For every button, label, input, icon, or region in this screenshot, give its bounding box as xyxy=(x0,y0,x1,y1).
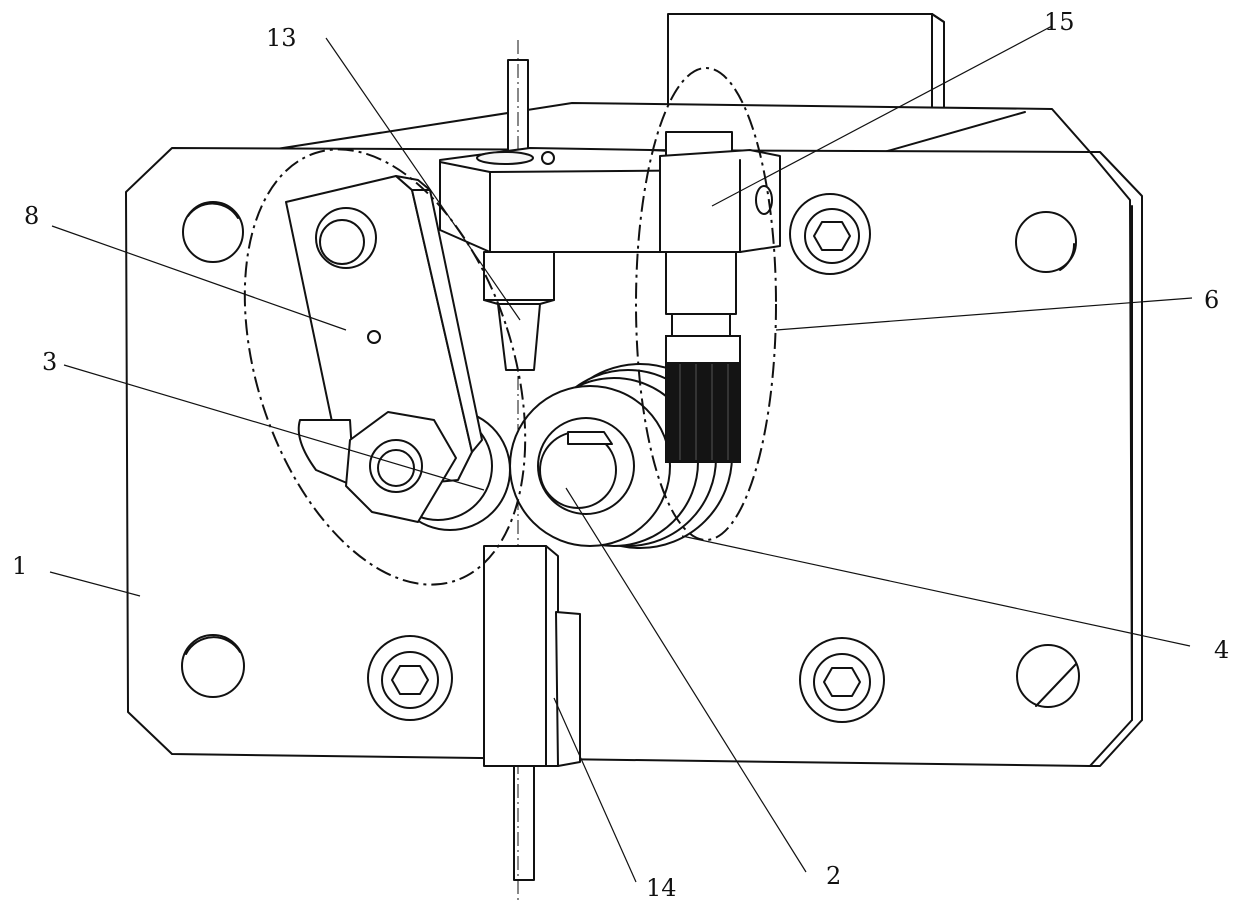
label-6: 6 xyxy=(1204,286,1219,314)
part-labels: 1 2 3 4 6 8 13 14 15 xyxy=(12,8,1229,902)
screw-left-bottom xyxy=(367,635,453,721)
hole-bottom-right xyxy=(1016,644,1080,708)
top-block xyxy=(667,13,945,111)
label-2: 2 xyxy=(826,862,841,890)
outline-idler-assembly xyxy=(243,148,527,586)
screw-right-top xyxy=(789,193,871,275)
socket-screws xyxy=(367,193,885,723)
hole-bottom-left xyxy=(181,634,245,698)
filament xyxy=(507,40,535,900)
guide-nozzle xyxy=(483,251,555,371)
label-15: 15 xyxy=(1044,8,1075,36)
hole-top-right xyxy=(1015,211,1077,273)
hole-top-left xyxy=(182,201,244,263)
lower-guide-14 xyxy=(483,545,581,767)
label-8: 8 xyxy=(24,202,39,230)
outline-spring-assembly xyxy=(635,67,777,541)
label-14: 14 xyxy=(646,874,677,902)
label-4: 4 xyxy=(1214,636,1229,664)
leader-lines xyxy=(49,25,1193,883)
lever-arm-8 xyxy=(285,175,483,523)
spring-screw-6 xyxy=(659,131,781,463)
label-13: 13 xyxy=(266,24,297,52)
screw-right-bottom xyxy=(799,637,885,723)
label-1: 1 xyxy=(12,552,27,580)
plain-holes xyxy=(181,201,1080,708)
label-3: 3 xyxy=(42,348,57,376)
